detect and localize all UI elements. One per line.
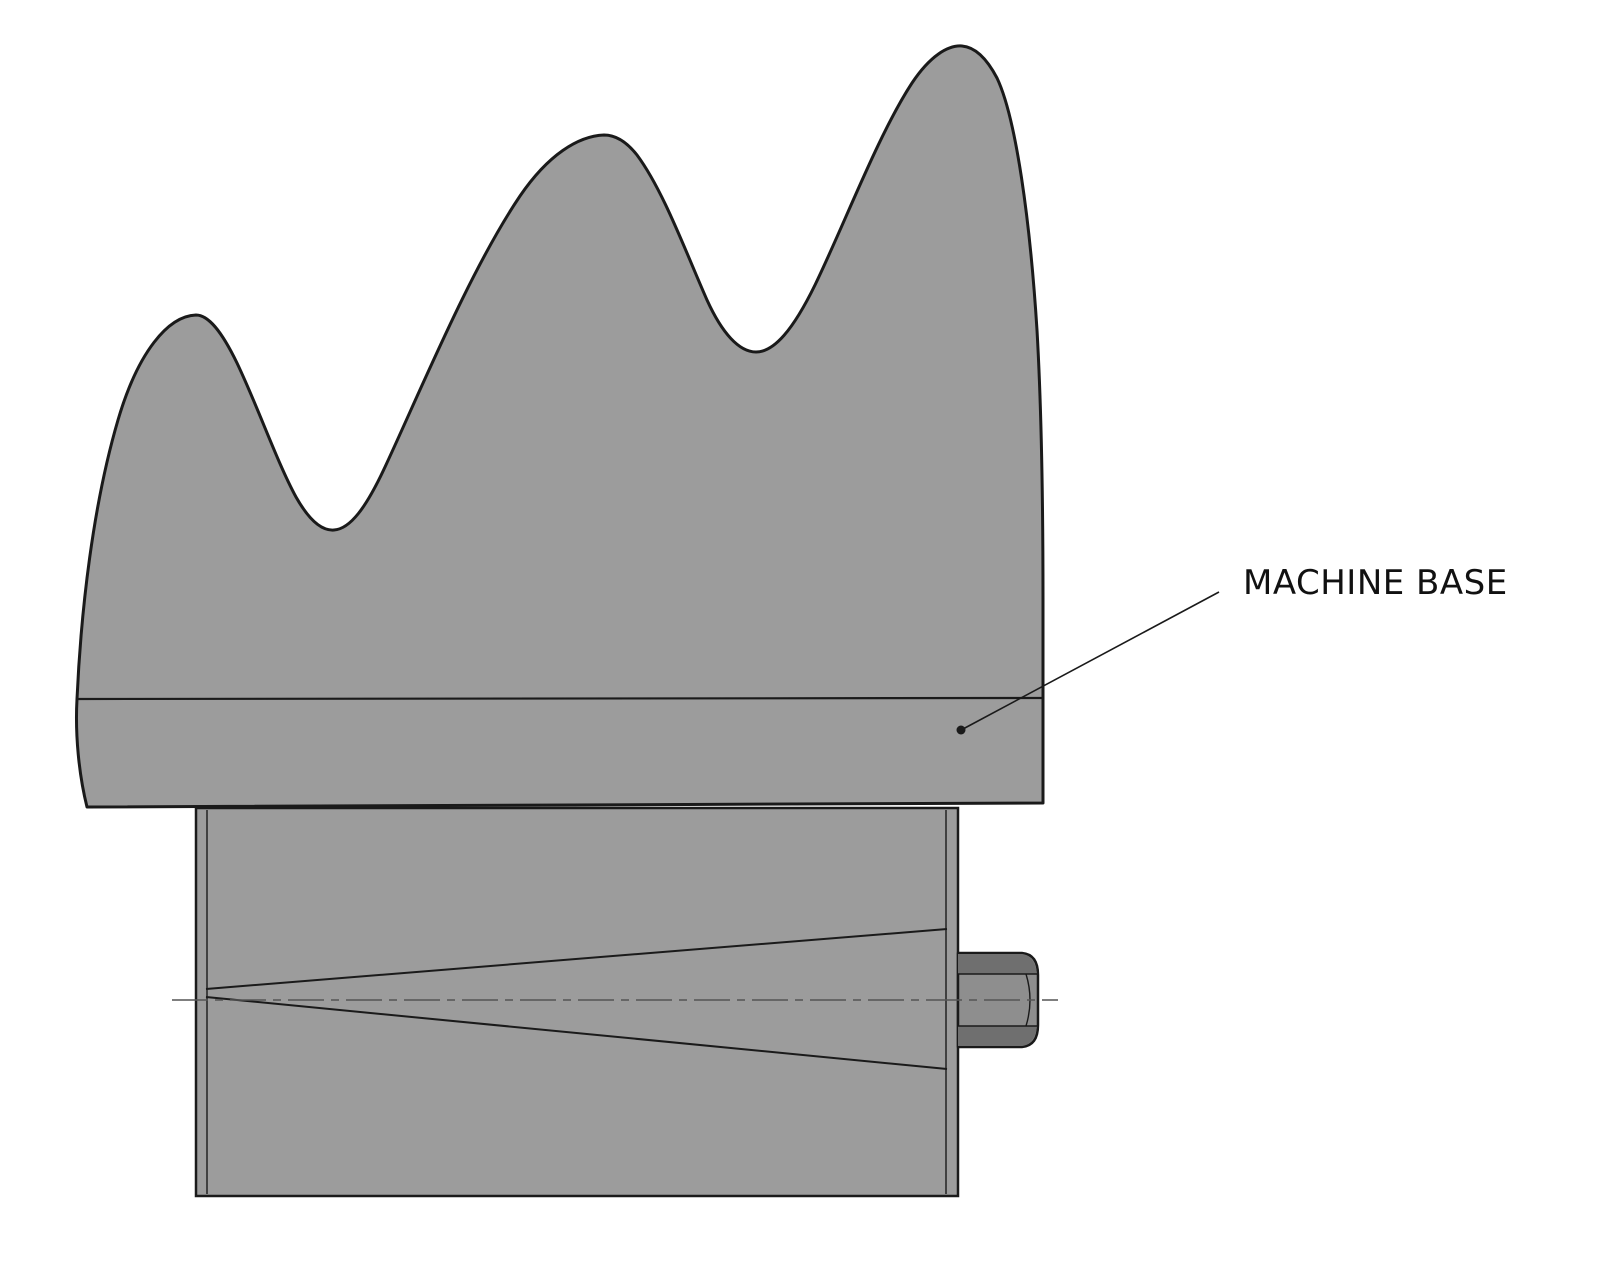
machine-base-outline — [74, 44, 1045, 809]
flange-separation-line — [76, 696, 1044, 701]
leader-dot — [956, 725, 966, 735]
taper-bore-line-lower — [205, 996, 948, 1070]
taper-bore-line-upper — [205, 928, 948, 990]
bolt-head-bottom-facet — [958, 1026, 1037, 1046]
callout: MACHINE BASE — [956, 563, 1508, 735]
leader-line — [962, 591, 1220, 730]
machine-base-label: MACHINE BASE — [1243, 563, 1508, 603]
mounting-block — [194, 806, 960, 1198]
machine-base-silhouette — [74, 44, 1045, 809]
mounting-block-body — [194, 806, 960, 1198]
bolt-head-top-facet — [958, 954, 1037, 974]
